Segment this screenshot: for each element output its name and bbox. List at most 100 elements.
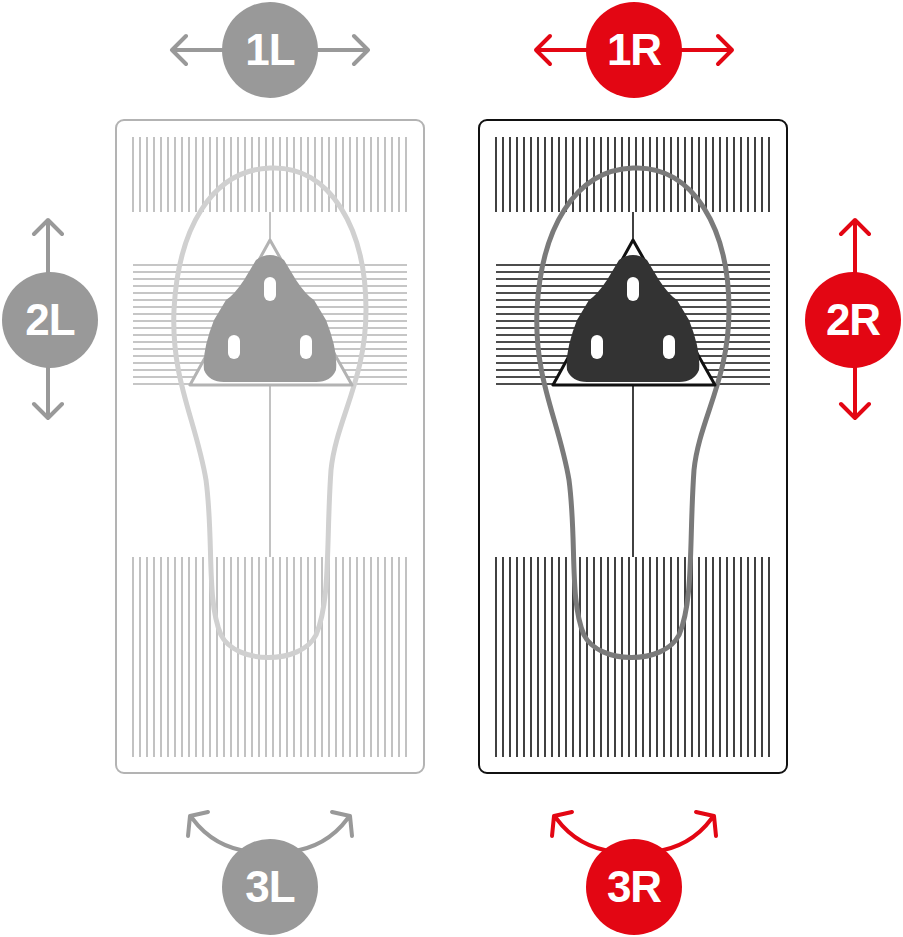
hatch-line: [502, 557, 504, 757]
hatch-line: [202, 557, 204, 757]
cleat-triangle: [190, 240, 352, 385]
hatch-line: [377, 557, 379, 757]
hatch-line: [691, 557, 693, 757]
hatch-line: [509, 137, 511, 212]
hatch-line: [621, 137, 623, 212]
hatch-line: [405, 137, 407, 212]
callout-label: 1R: [607, 28, 661, 72]
hatch-line: [523, 137, 525, 212]
hatch-line: [160, 137, 162, 212]
hatch-line: [537, 137, 539, 212]
hatch-line: [377, 137, 379, 212]
hatch-line: [272, 137, 274, 212]
callout-badge: 1R: [586, 2, 682, 98]
hatch-line: [356, 137, 358, 212]
hatch-line: [607, 557, 609, 757]
hatch-line: [188, 557, 190, 757]
hatch-line: [132, 557, 134, 757]
hatch-line: [237, 557, 239, 757]
hatch-line: [740, 137, 742, 212]
hatch-line: [384, 137, 386, 212]
hatch-line: [530, 557, 532, 757]
hatch-line: [349, 557, 351, 757]
cleat: [204, 255, 337, 382]
badge-fill: [222, 839, 318, 935]
hatch-line: [153, 557, 155, 757]
hatch-line: [740, 557, 742, 757]
hatch-line: [398, 137, 400, 212]
hatch-line: [265, 137, 267, 212]
callout-badge: 2R: [805, 272, 901, 368]
hatch-line: [139, 557, 141, 757]
hatch-line: [705, 557, 707, 757]
badge-fill: [586, 2, 682, 98]
cleat-triangle: [553, 240, 715, 385]
right-shoe-panel: [479, 120, 787, 773]
badge-fill: [586, 839, 682, 935]
hatch-line: [384, 557, 386, 757]
hatch-line: [663, 557, 665, 757]
hatch-line: [370, 137, 372, 212]
hatch-line: [593, 137, 595, 212]
callout-badge: 1L: [222, 2, 318, 98]
hatch-line: [293, 557, 295, 757]
hatch-line: [321, 137, 323, 212]
hatch-line: [202, 137, 204, 212]
hatch-line: [733, 557, 735, 757]
hatch-line: [216, 137, 218, 212]
hatch-line: [167, 557, 169, 757]
hatch-line: [544, 137, 546, 212]
hatch-line: [516, 137, 518, 212]
hatch-line: [733, 137, 735, 212]
hatch-line: [712, 137, 714, 212]
hatch-line: [300, 557, 302, 757]
hatch-line: [314, 137, 316, 212]
hatch-line: [705, 137, 707, 212]
hatch-line: [635, 137, 637, 212]
callout-label: 1L: [245, 28, 294, 72]
badge-fill: [222, 2, 318, 98]
shoe-sole-outline: [537, 168, 729, 658]
shoe-sole-outline: [174, 168, 366, 658]
hatch-line: [230, 557, 232, 757]
hatch-line: [146, 557, 148, 757]
adjust-arrows: [34, 36, 869, 852]
hatch-line: [614, 137, 616, 212]
hatch-line: [405, 557, 407, 757]
hatch-line: [565, 137, 567, 212]
hatch-line: [719, 557, 721, 757]
hatch-line: [628, 137, 630, 212]
left-shoe-panel: [116, 120, 424, 773]
hatch-line: [153, 137, 155, 212]
hatch-line: [139, 137, 141, 212]
hatch-line: [551, 137, 553, 212]
callout-badge: 3L: [222, 839, 318, 935]
hatch-line: [195, 557, 197, 757]
hatch-line: [579, 557, 581, 757]
hatch-line: [656, 137, 658, 212]
hatch-line: [321, 557, 323, 757]
hatch-line: [391, 557, 393, 757]
hatch-line: [195, 137, 197, 212]
hatch-line: [747, 557, 749, 757]
callout-label: 3L: [245, 865, 294, 909]
hatch-line: [370, 557, 372, 757]
hatch-line: [726, 137, 728, 212]
hatch-line: [530, 137, 532, 212]
hatch-line: [286, 137, 288, 212]
hatch-line: [342, 557, 344, 757]
hatch-line: [335, 557, 337, 757]
hatch-line: [754, 137, 756, 212]
hatch-line: [181, 557, 183, 757]
callout-label: 2R: [826, 298, 880, 342]
hatch-line: [565, 557, 567, 757]
hatch-line: [307, 557, 309, 757]
hatch-line: [223, 557, 225, 757]
hatch-line: [747, 137, 749, 212]
hatch-line: [754, 557, 756, 757]
hatch-line: [342, 137, 344, 212]
hatch-line: [398, 557, 400, 757]
hatch-line: [523, 557, 525, 757]
hatch-line: [188, 137, 190, 212]
rotation-arrow: [188, 812, 252, 852]
